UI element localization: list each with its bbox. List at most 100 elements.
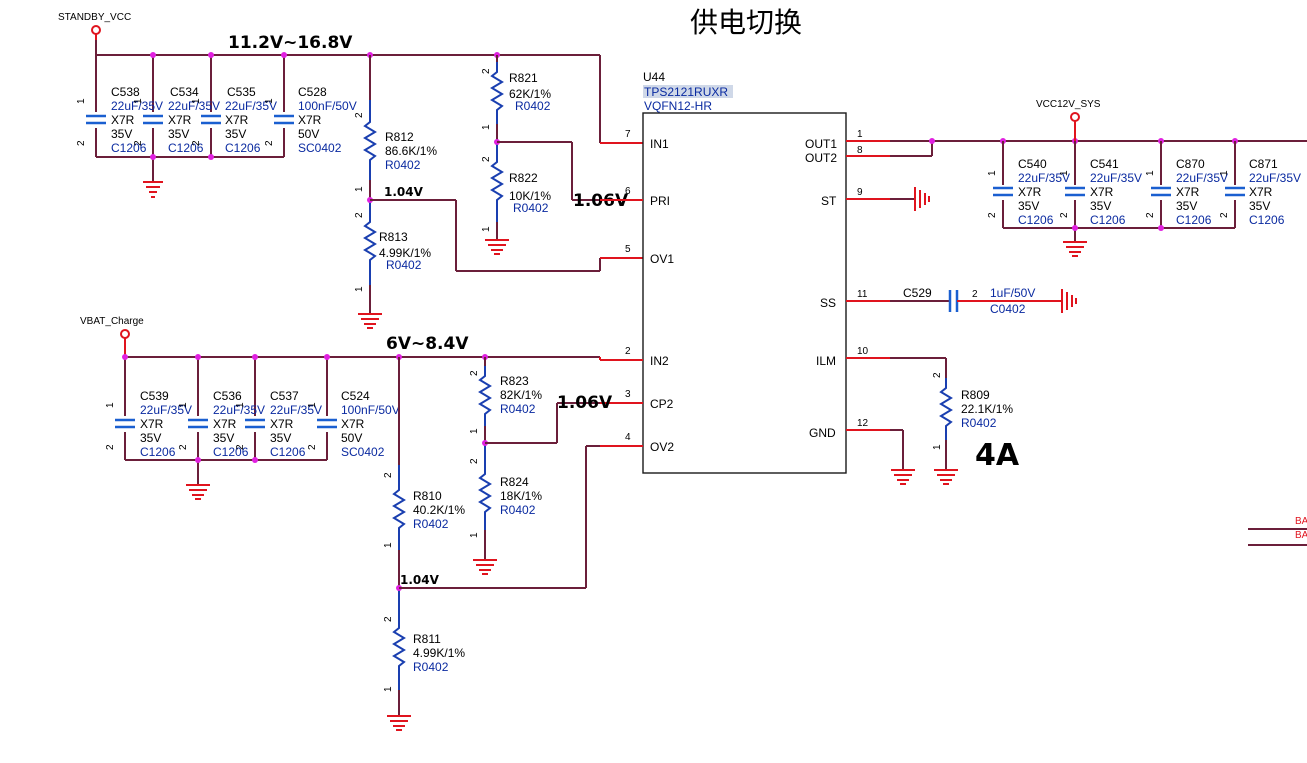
cap-c534[interactable]: C534 22uF/35V X7R 35V C1206 xyxy=(168,85,220,155)
vcc12v-sys-label: VCC12V_SYS xyxy=(1036,99,1101,110)
svg-text:IN2: IN2 xyxy=(650,354,669,368)
ground-symbol xyxy=(1061,289,1077,313)
ic-pin-ov2[interactable]: 4 OV2 xyxy=(625,432,674,454)
resistor-r812[interactable]: R812 86.6K/1% R0402 xyxy=(385,130,437,172)
ic-pin-in1[interactable]: 7 IN1 xyxy=(625,129,669,151)
cap-c539[interactable]: C539 22uF/35V X7R 35V C1206 xyxy=(140,389,192,459)
ic-part: TPS2121RUXR xyxy=(644,85,728,99)
output-cap-bank xyxy=(1002,141,1236,242)
svg-text:1: 1 xyxy=(932,444,943,450)
svg-text:2: 2 xyxy=(987,212,998,218)
svg-text:22uF/35V: 22uF/35V xyxy=(111,99,163,113)
svg-text:7: 7 xyxy=(625,129,631,140)
svg-text:22uF/35V: 22uF/35V xyxy=(1018,171,1070,185)
svg-text:22.1K/1%: 22.1K/1% xyxy=(961,402,1013,416)
svg-text:R824: R824 xyxy=(500,475,529,489)
ic-pin-gnd[interactable]: 12 GND xyxy=(809,418,869,440)
svg-text:2: 2 xyxy=(932,372,943,378)
ic-u44-body[interactable] xyxy=(642,112,847,474)
svg-text:1: 1 xyxy=(383,686,394,692)
svg-text:35V: 35V xyxy=(140,431,161,445)
svg-text:C536: C536 xyxy=(213,389,242,403)
cap-c541[interactable]: C541 22uF/35V X7R 35V C1206 xyxy=(1090,157,1142,227)
resistor-r811[interactable]: R811 4.99K/1% R0402 xyxy=(413,632,465,674)
svg-text:2: 2 xyxy=(264,140,275,146)
resistor-r813[interactable]: R813 4.99K/1% R0402 xyxy=(379,230,431,272)
svg-text:1: 1 xyxy=(481,226,492,232)
svg-text:X7R: X7R xyxy=(225,113,249,127)
ic-pin-ilm[interactable]: 10 ILM xyxy=(816,346,869,368)
ic-pin-cp2[interactable]: 3 CP2 xyxy=(625,389,674,411)
svg-text:R0402: R0402 xyxy=(385,158,421,172)
svg-text:C539: C539 xyxy=(140,389,169,403)
resistor-r809[interactable]: R809 22.1K/1% R0402 xyxy=(961,388,1013,430)
cap-c524[interactable]: C524 100nF/50V X7R 50V SC0402 xyxy=(341,389,400,459)
svg-text:C537: C537 xyxy=(270,389,299,403)
svg-text:C1206: C1206 xyxy=(213,445,249,459)
resistor-r810[interactable]: R810 40.2K/1% R0402 xyxy=(413,489,465,531)
svg-text:1: 1 xyxy=(383,542,394,548)
svg-text:2: 2 xyxy=(383,472,394,478)
svg-text:X7R: X7R xyxy=(298,113,322,127)
ic-pin-st[interactable]: 9 ST xyxy=(821,187,863,208)
ground-symbol xyxy=(934,469,958,485)
ic-pin-out1[interactable]: 1 OUT1 xyxy=(805,129,863,151)
svg-text:C0402: C0402 xyxy=(990,302,1026,316)
svg-text:35V: 35V xyxy=(111,127,132,141)
svg-text:X7R: X7R xyxy=(168,113,192,127)
edge-net-label-a: BA xyxy=(1295,516,1307,527)
svg-text:R822: R822 xyxy=(509,171,538,185)
cap-c870[interactable]: C870 22uF/35V X7R 35V C1206 xyxy=(1176,157,1228,227)
ic-pin-ov1[interactable]: 5 OV1 xyxy=(625,244,674,266)
svg-text:OUT1: OUT1 xyxy=(805,137,837,151)
ic-pin-pri[interactable]: 6 PRI xyxy=(625,186,670,208)
ic-pin-ss[interactable]: 11 SS xyxy=(820,289,868,310)
cap-c536[interactable]: C536 22uF/35V X7R 35V C1206 xyxy=(213,389,265,459)
svg-text:10: 10 xyxy=(857,346,869,357)
ic-pin-in2[interactable]: 2 IN2 xyxy=(625,346,669,368)
cap-c529[interactable]: C529 2 1uF/50V C0402 xyxy=(903,286,1035,316)
svg-text:C1206: C1206 xyxy=(140,445,176,459)
ic-pin-out2[interactable]: 8 OUT2 xyxy=(805,145,863,165)
cap-c540[interactable]: C540 22uF/35V X7R 35V C1206 xyxy=(1018,157,1070,227)
ground-symbol xyxy=(914,187,930,211)
ic-part-highlight xyxy=(643,85,733,98)
cap-c537[interactable]: C537 22uF/35V X7R 35V C1206 xyxy=(270,389,322,459)
standby-vcc-port[interactable] xyxy=(91,25,101,40)
svg-text:C1206: C1206 xyxy=(111,141,147,155)
svg-text:IN1: IN1 xyxy=(650,137,669,151)
svg-text:X7R: X7R xyxy=(270,417,294,431)
resistor-r823[interactable]: R823 82K/1% R0402 xyxy=(500,374,542,416)
svg-text:1: 1 xyxy=(307,402,318,408)
svg-text:1: 1 xyxy=(857,129,863,140)
cap-c535[interactable]: C535 22uF/35V X7R 35V C1206 xyxy=(225,85,277,155)
svg-text:C870: C870 xyxy=(1176,157,1205,171)
cap-c538[interactable]: C538 22uF/35V X7R 35V C1206 xyxy=(111,85,163,155)
standby-vcc-label: STANDBY_VCC xyxy=(58,12,131,23)
svg-text:C529: C529 xyxy=(903,286,932,300)
svg-text:50V: 50V xyxy=(341,431,362,445)
svg-text:C1206: C1206 xyxy=(225,141,261,155)
svg-text:22uF/35V: 22uF/35V xyxy=(1249,171,1301,185)
svg-text:R0402: R0402 xyxy=(513,201,549,215)
svg-text:82K/1%: 82K/1% xyxy=(500,388,542,402)
svg-text:1: 1 xyxy=(191,98,202,104)
svg-text:22uF/35V: 22uF/35V xyxy=(225,99,277,113)
svg-text:2: 2 xyxy=(1059,212,1070,218)
svg-text:100nF/50V: 100nF/50V xyxy=(341,403,400,417)
svg-text:50V: 50V xyxy=(298,127,319,141)
svg-text:4: 4 xyxy=(625,432,631,443)
cap-c528[interactable]: C528 100nF/50V X7R 50V SC0402 xyxy=(298,85,357,155)
ic-package: VQFN12-HR xyxy=(644,99,712,113)
cap-c871[interactable]: C871 22uF/35V X7R 35V C1206 xyxy=(1249,157,1301,227)
resistor-r822[interactable]: R822 10K/1% R0402 xyxy=(509,171,551,215)
vbat-charge-port[interactable] xyxy=(120,329,130,357)
resistor-r824[interactable]: R824 18K/1% R0402 xyxy=(500,475,542,517)
ground-symbol xyxy=(358,313,382,329)
top-cap-bank xyxy=(95,55,285,182)
resistor-r821[interactable]: R821 62K/1% R0402 xyxy=(509,71,551,113)
svg-text:R0402: R0402 xyxy=(515,99,551,113)
svg-text:100nF/50V: 100nF/50V xyxy=(298,99,357,113)
vcc12v-sys-port[interactable] xyxy=(1070,112,1080,141)
svg-text:22uF/35V: 22uF/35V xyxy=(213,403,265,417)
